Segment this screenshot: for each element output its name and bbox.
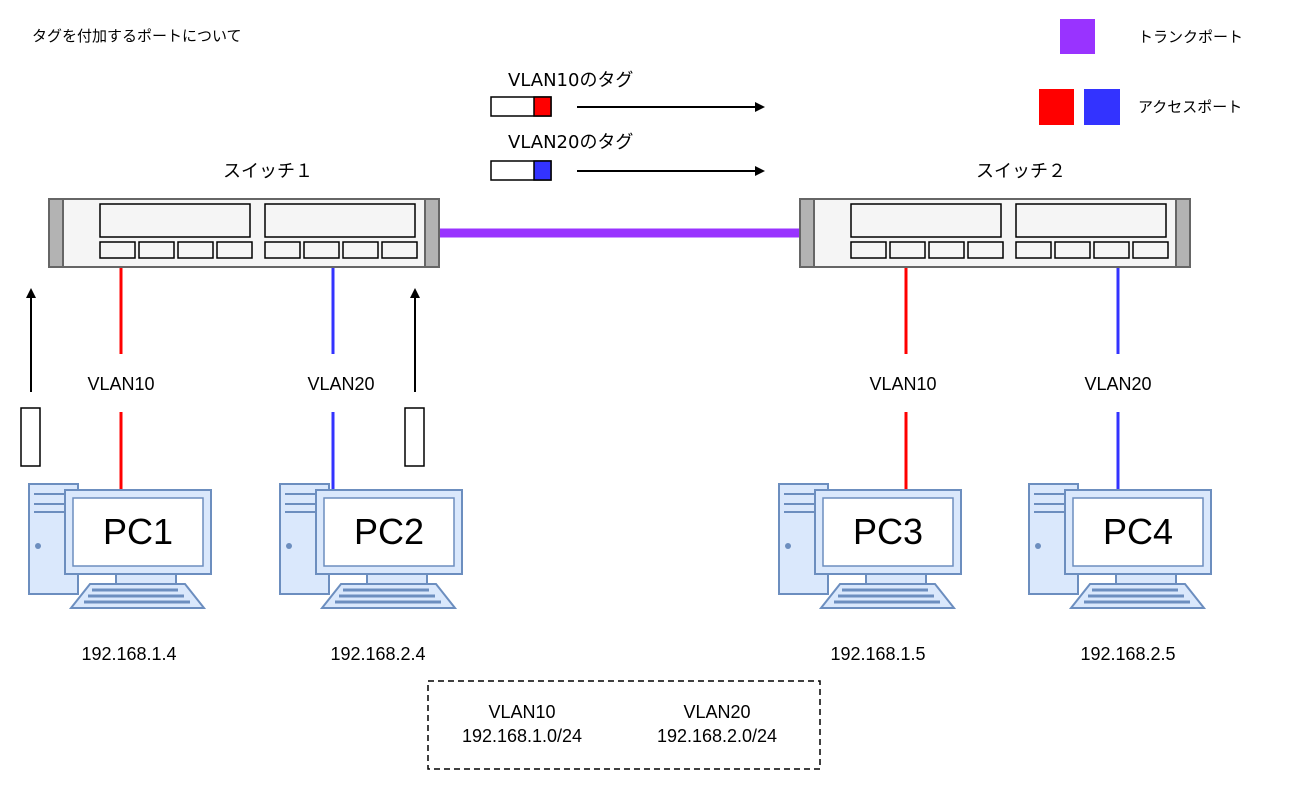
- subnet-vlan10-label: VLAN10: [488, 702, 555, 722]
- link-vlan-label: VLAN10: [869, 374, 936, 394]
- link-vlan-label: VLAN10: [87, 374, 154, 394]
- tag-vlan10: VLAN10のタグ: [490, 70, 765, 117]
- pc3[interactable]: PC3: [777, 482, 963, 610]
- switch-icon[interactable]: [799, 198, 1191, 268]
- switch1-label: スイッチ１: [223, 161, 313, 182]
- pc2[interactable]: PC2: [278, 482, 464, 610]
- link-vlan-label: VLAN20: [1084, 374, 1151, 394]
- frame-icon: [404, 407, 425, 467]
- tag-vlan10-marker: [533, 96, 552, 117]
- diagram-title: タグを付加するポートについて: [32, 27, 242, 45]
- trunk-swatch: [1060, 19, 1095, 54]
- subnet-vlan10-net: 192.168.1.0/24: [462, 726, 582, 746]
- frame-icon: [20, 407, 41, 467]
- untagged-frame-pc1: [20, 288, 41, 467]
- link-vlan-label: VLAN20: [307, 374, 374, 394]
- pc4-ip: 192.168.2.5: [1080, 644, 1175, 664]
- pc1[interactable]: PC1: [27, 482, 213, 610]
- access-swatch-red: [1039, 89, 1074, 125]
- pc4[interactable]: PC4: [1027, 482, 1213, 610]
- access-legend-label: アクセスポート: [1138, 98, 1242, 116]
- subnet-vlan20-label: VLAN20: [683, 702, 750, 722]
- switch-icon[interactable]: [48, 198, 440, 268]
- switch2-label: スイッチ２: [976, 161, 1066, 182]
- untagged-frame-pc2: [404, 288, 425, 467]
- access-link-pc2: VLAN20: [307, 268, 375, 492]
- access-link-pc4: VLAN20: [1084, 268, 1152, 492]
- pc2-ip: 192.168.2.4: [330, 644, 425, 664]
- trunk-legend-label: トランクポート: [1138, 28, 1243, 46]
- tag-vlan20-marker: [533, 160, 552, 181]
- pc1-ip: 192.168.1.4: [81, 644, 176, 664]
- tag-vlan20: VLAN20のタグ: [490, 132, 765, 181]
- pc-name: PC1: [103, 511, 173, 552]
- access-link-pc1: VLAN10: [87, 268, 155, 492]
- legend: トランクポート アクセスポート: [1039, 19, 1243, 125]
- pc-name: PC3: [853, 511, 923, 552]
- tag-vlan20-label: VLAN20のタグ: [508, 132, 633, 153]
- access-link-pc3: VLAN10: [869, 268, 937, 492]
- pc-name: PC2: [354, 511, 424, 552]
- pc3-ip: 192.168.1.5: [830, 644, 925, 664]
- access-swatch-blue: [1084, 89, 1120, 125]
- subnet-box: VLAN10 192.168.1.0/24 VLAN20 192.168.2.0…: [427, 680, 821, 770]
- pc-name: PC4: [1103, 511, 1173, 552]
- subnet-vlan20-net: 192.168.2.0/24: [657, 726, 777, 746]
- tag-vlan10-label: VLAN10のタグ: [508, 70, 633, 91]
